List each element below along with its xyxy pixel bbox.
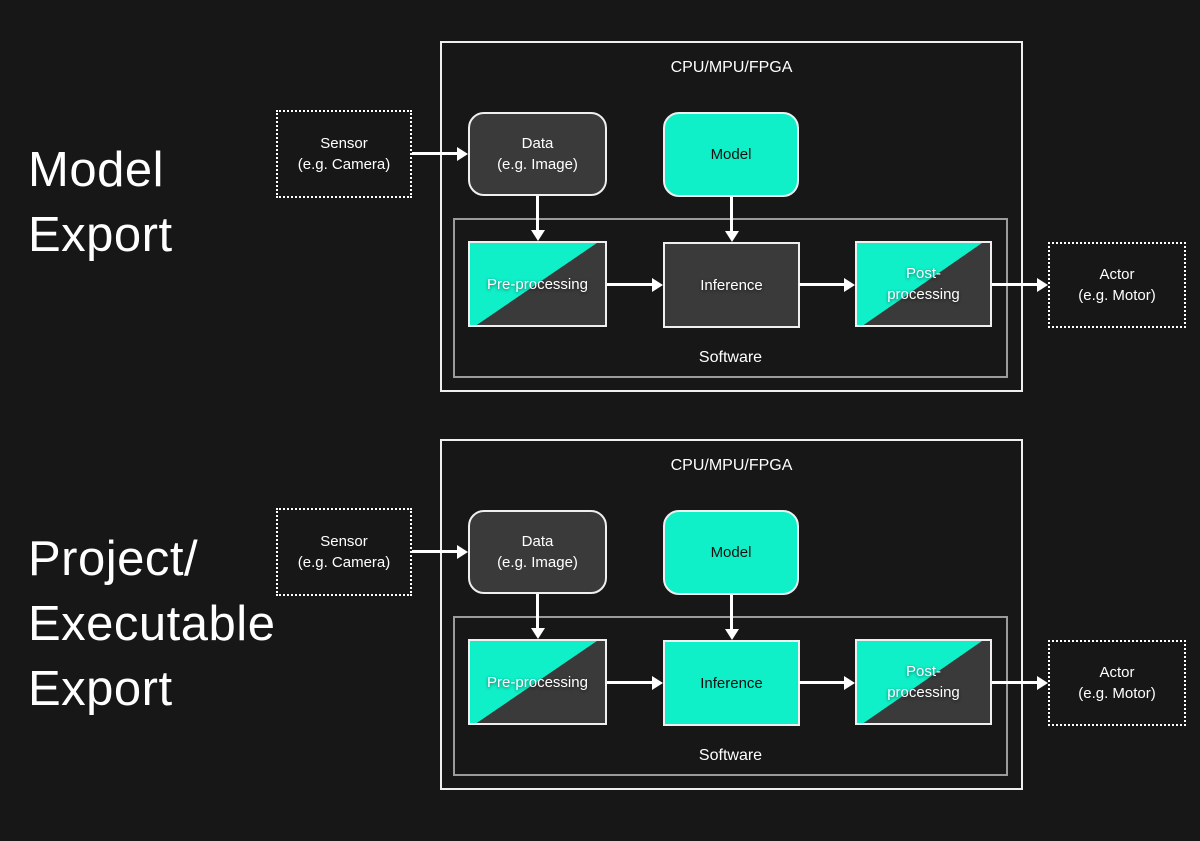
pre-processing-label: Pre-processing — [487, 275, 588, 293]
arrow-data-to-preprocessing — [536, 196, 539, 230]
sensor-box: Sensor (e.g. Camera) — [276, 110, 412, 198]
arrow-sensor-to-data — [412, 550, 457, 553]
arrow-data-to-preprocessing — [536, 594, 539, 628]
actor-label: Actor (e.g. Motor) — [1078, 266, 1156, 304]
data-label: Data (e.g. Image) — [497, 135, 578, 173]
inference-label: Inference — [700, 276, 763, 294]
hardware-container: CPU/MPU/FPGA — [440, 439, 1023, 790]
hardware-label: CPU/MPU/FPGA — [670, 59, 793, 76]
arrow-preprocessing-to-inference — [607, 681, 652, 684]
inference-box: Inference — [663, 242, 800, 328]
model-label: Model — [710, 146, 752, 163]
post-processing-label: Post- processing — [887, 265, 960, 303]
model-label: Model — [710, 544, 752, 561]
software-label: Software — [698, 747, 763, 764]
project-executable-export-diagram: Project/ Executable Export CPU/MPU/FPGA … — [0, 398, 1200, 818]
diagram-title: Project/ Executable Export — [28, 532, 276, 716]
pre-processing-box: Pre-processing — [468, 639, 607, 725]
arrow-inference-to-postprocessing — [799, 681, 844, 684]
post-processing-label: Post- processing — [887, 663, 960, 701]
data-label: Data (e.g. Image) — [497, 533, 578, 571]
arrow-model-to-inference — [730, 595, 733, 629]
actor-label: Actor (e.g. Motor) — [1078, 664, 1156, 702]
software-label: Software — [698, 349, 763, 366]
arrow-sensor-to-data — [412, 152, 457, 155]
inference-box: Inference — [663, 640, 800, 726]
model-box: Model — [663, 112, 799, 197]
actor-box: Actor (e.g. Motor) — [1048, 640, 1186, 726]
data-box: Data (e.g. Image) — [468, 112, 607, 196]
post-processing-box: Post- processing — [855, 241, 992, 327]
arrow-postprocessing-to-actor — [992, 681, 1037, 684]
sensor-label: Sensor (e.g. Camera) — [297, 533, 391, 571]
pre-processing-label: Pre-processing — [487, 673, 588, 691]
arrow-model-to-inference — [730, 197, 733, 231]
pre-processing-box: Pre-processing — [468, 241, 607, 327]
inference-label: Inference — [700, 674, 763, 692]
hardware-container: CPU/MPU/FPGA — [440, 41, 1023, 392]
post-processing-box: Post- processing — [855, 639, 992, 725]
arrow-postprocessing-to-actor — [992, 283, 1037, 286]
model-box: Model — [663, 510, 799, 595]
actor-box: Actor (e.g. Motor) — [1048, 242, 1186, 328]
arrow-preprocessing-to-inference — [607, 283, 652, 286]
diagram-title: Model Export — [28, 143, 173, 262]
hardware-label: CPU/MPU/FPGA — [670, 457, 793, 474]
sensor-label: Sensor (e.g. Camera) — [297, 135, 391, 173]
model-export-diagram: Model Export CPU/MPU/FPGA Software Senso… — [0, 0, 1200, 420]
arrow-inference-to-postprocessing — [799, 283, 844, 286]
data-box: Data (e.g. Image) — [468, 510, 607, 594]
sensor-box: Sensor (e.g. Camera) — [276, 508, 412, 596]
